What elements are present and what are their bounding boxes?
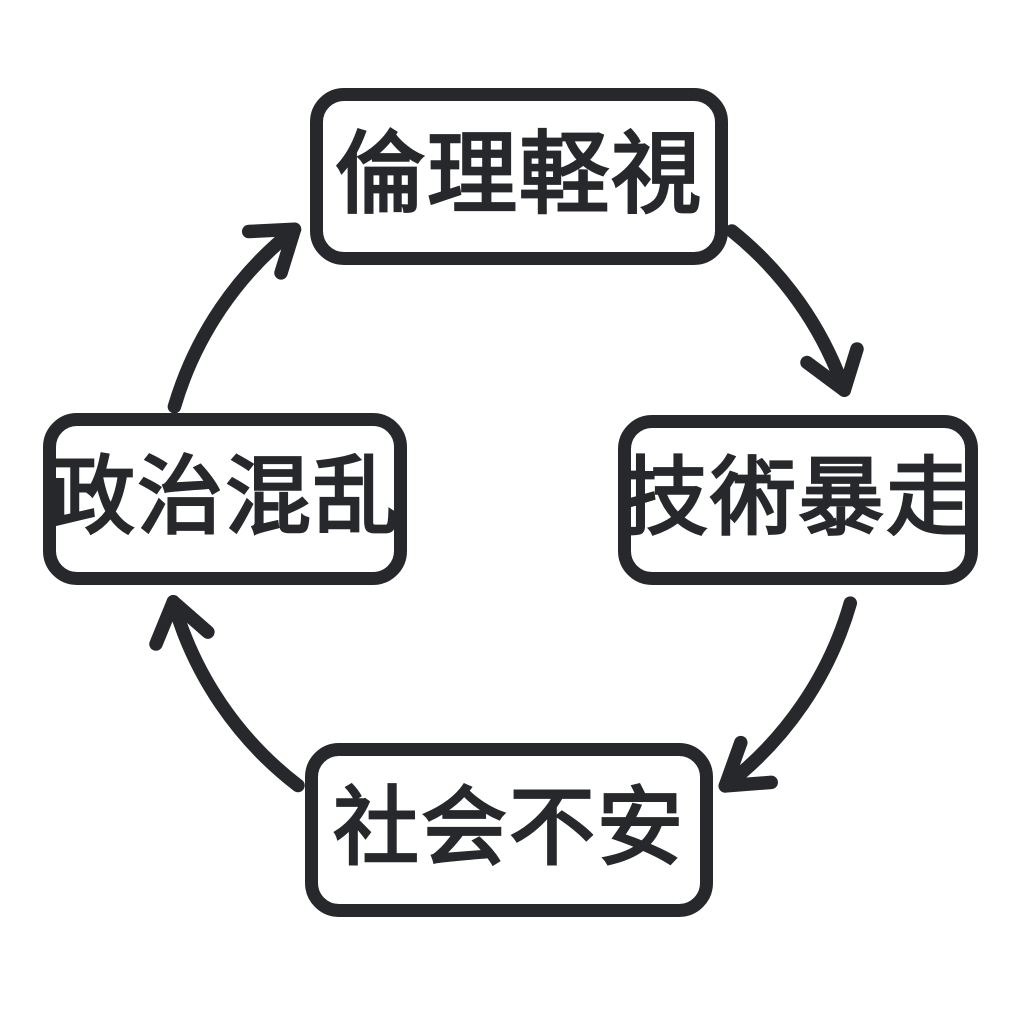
arrow-arc-bottom-left <box>166 595 305 793</box>
arrowhead-top-left <box>241 222 302 280</box>
node-tech-runaway: 技術暴走 <box>618 415 978 585</box>
node-social-unrest: 社会不安 <box>305 743 713 917</box>
node-political-chaos: 政治混乱 <box>43 413 407 585</box>
arrowhead-bottom-left <box>149 595 215 651</box>
arrow-unrest-to-chaos <box>149 595 305 793</box>
node-social-unrest-label: 社会不安 <box>333 778 685 878</box>
arrowhead-bottom-right <box>718 735 778 793</box>
arrow-arc-top-right <box>725 224 852 397</box>
arrow-tech-to-unrest <box>718 596 858 793</box>
node-ethics-neglect: 倫理軽視 <box>310 88 728 265</box>
arrow-chaos-to-ethics <box>167 222 302 414</box>
node-political-chaos-label: 政治混乱 <box>49 447 401 547</box>
arrowhead-top-right <box>800 342 864 397</box>
node-ethics-neglect-label: 倫理軽視 <box>335 121 703 227</box>
node-tech-runaway-label: 技術暴走 <box>622 448 974 548</box>
arrow-arc-top-left <box>167 222 302 414</box>
arrow-ethics-to-tech <box>725 224 864 397</box>
arrow-arc-bottom-right <box>718 596 858 793</box>
